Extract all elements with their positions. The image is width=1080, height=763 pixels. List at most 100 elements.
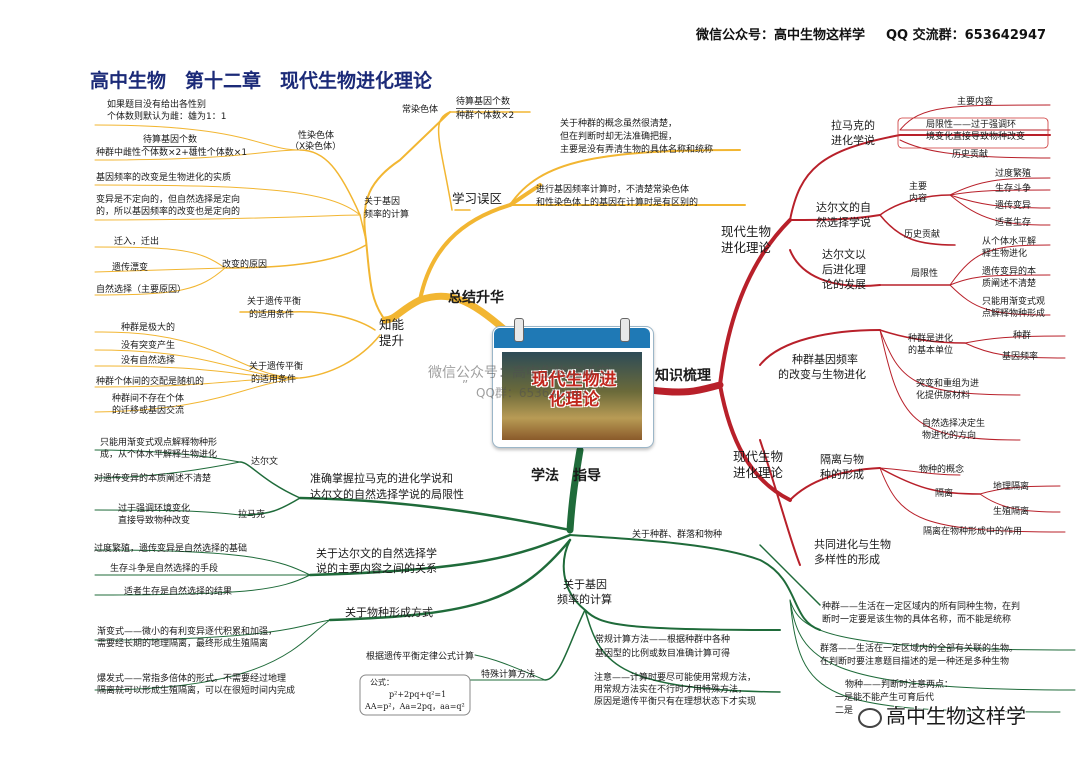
center-watermark-1: 微信公众号：高中生物这样学: [428, 365, 610, 381]
pop-comm-label: 关于种群、群落和物种: [632, 530, 723, 540]
relation-item-2: 生存斗争是自然选择的手段: [110, 564, 219, 574]
mistake-1-line1: 关于种群的概念虽然很清楚，: [560, 119, 678, 129]
freq-change-1: 种群基因频率: [792, 353, 858, 366]
footer-watermark: 高中生物这样学: [858, 700, 1026, 729]
reason-drift: 遗传漂变: [112, 263, 149, 273]
relation-1: 关于达尔文的自然选择学: [316, 547, 437, 560]
method-darwin-note1b: 成，从个体水平解释生物进化: [100, 450, 218, 460]
formula-box: [359, 674, 471, 716]
center-watermark-quote: ”: [462, 378, 469, 392]
calendar-header: [494, 328, 650, 348]
isolation-2: 种的形成: [820, 468, 864, 481]
darwin-after-3: 论的发展: [822, 278, 866, 291]
note-3: 原因是遗传平衡只有在理想状态下才实现: [594, 697, 757, 707]
sexchrom-1: 性染色体: [298, 131, 335, 141]
darwin-main-1: 主要: [909, 182, 928, 192]
darwin-limit-1a: 从个体水平解: [982, 237, 1037, 247]
pop-unit-b: 基因频率: [1002, 352, 1039, 362]
coevolution-1: 共同进化与生物: [814, 538, 891, 551]
method-freq-calc-2: 频率的计算: [557, 593, 612, 606]
mutation-material-2: 化提供原材料: [916, 391, 971, 401]
calendar-ring-left: [514, 318, 524, 342]
wechat-icon: [858, 707, 882, 728]
calendar-title: 现代生物进化理论: [531, 370, 617, 410]
nohint-2: 个体数则默认为雌：雄为1：1: [107, 112, 227, 122]
sex-denominator: 种群中雌性个体数×2+雄性个体数×1: [96, 148, 248, 158]
reason-selection: 自然选择（主要原因）: [96, 285, 187, 295]
lamarck-2: 进化学说: [831, 134, 875, 147]
autosome-numerator: 待算基因个数: [456, 97, 511, 109]
autosome-denominator: 种群个体数×2: [456, 111, 515, 121]
autosome-label: 常染色体: [402, 105, 439, 115]
change-reasons: 改变的原因: [222, 260, 268, 270]
repro-isolation: 生殖隔离: [993, 507, 1030, 517]
geo-isolation: 地理隔离: [993, 482, 1030, 492]
modern-theory-2a: 现代生物: [733, 449, 784, 464]
mistake-2-line1: 进行基因频率计算时，不清楚常染色体: [536, 185, 690, 195]
hw-cond-item-3: 没有自然选择: [121, 356, 176, 366]
species-concept: 物种的概念: [919, 465, 965, 475]
speciation-label: 关于物种形成方式: [345, 606, 433, 619]
method-freq-calc-1: 关于基因: [563, 578, 607, 591]
lamarck-1: 拉马克的: [831, 119, 875, 132]
footer-watermark-text: 高中生物这样学: [886, 704, 1026, 728]
hw-cond-item-2: 没有突变产生: [121, 341, 176, 351]
modern-theory-1b: 进化理论: [721, 240, 772, 255]
species-3: 二是: [835, 706, 854, 716]
darwin-c2: 生存斗争: [995, 184, 1032, 194]
center-calendar-image: 现代生物进化理论: [492, 318, 654, 448]
isolation-1: 隔离与物: [820, 453, 864, 466]
pop-unit-a: 种群: [1013, 331, 1032, 341]
population-1: 种群——生活在一定区域内的所有同种生物，在判: [822, 602, 1021, 612]
darwin-limit-2b: 质阐述不清楚: [982, 279, 1037, 289]
mutation-1: 变异是不定向的，但自然选择是定向: [96, 195, 241, 205]
hw-cond-2: 的适用条件: [251, 375, 297, 385]
gradual-1: 渐变式——微小的有利变异逐代积累和加强，: [97, 627, 278, 637]
ability-label-2: 提升: [379, 333, 405, 348]
grasp-limits-2: 达尔文的自然选择学说的局限性: [310, 488, 464, 501]
formula-0: 公式：: [370, 678, 394, 687]
darwin-c1: 过度繁殖: [995, 169, 1032, 179]
wechat-header: 微信公众号：高中生物这样学: [696, 28, 866, 43]
ability-label-1: 知能: [379, 317, 405, 332]
hw-apply-2: 的适用条件: [249, 310, 295, 320]
darwin-limit-2a: 遗传变异的本: [982, 267, 1037, 277]
freq-calc-1: 关于基因: [364, 197, 401, 207]
method-branch-lines: [94, 446, 1076, 713]
lamarck-limit-1: 局限性——过于强调环: [926, 120, 1017, 130]
freq-calc-2: 频率的计算: [364, 210, 410, 220]
mistake-1-line3: 主要是没有弄清生物的具体名称和统称: [560, 145, 714, 155]
gradual-2: 需要经长期的地理隔离，最终形成生殖隔离: [97, 639, 269, 649]
hw-cond-item-5a: 种群间不存在个体: [112, 394, 185, 404]
modern-theory-2b: 进化理论: [733, 465, 784, 480]
isolation-role: 隔离在物种形成中的作用: [923, 527, 1023, 537]
formula-1: p²+2pq+q²=1: [389, 690, 447, 699]
branch-summary: 总结升华: [448, 290, 504, 306]
lamarck-limit-2: 境变化直接导致物种改变: [926, 132, 1026, 142]
darwin-c4: 适者生存: [995, 218, 1032, 228]
relation-item-1: 过度繁殖，遗传变异是自然选择的基础: [94, 544, 248, 554]
darwin-limit-1b: 释生物进化: [982, 249, 1028, 259]
modern-theory-1a: 现代生物: [721, 224, 772, 239]
pop-unit-2: 的基本单位: [908, 346, 954, 356]
natsel-direction-2: 物进化的方向: [922, 431, 977, 441]
pop-unit-1: 种群是进化: [908, 334, 954, 344]
mutation-2: 的，所以基因频率的改变也是定向的: [96, 207, 241, 217]
hw-cond-item-5b: 的迁移或基因交流: [112, 406, 185, 416]
page-title: 高中生物 第十二章 现代生物进化理论: [90, 70, 433, 92]
species-1: 物种——判断时注意两点：: [845, 680, 954, 690]
method-lamarck-note1: 过于强调环境变化: [118, 504, 191, 514]
calendar-ring-right: [620, 318, 630, 342]
darwin-after-1: 达尔文以: [822, 248, 866, 261]
darwin-limit-3a: 只能用渐变式观: [982, 297, 1046, 307]
sex-numerator: 待算基因个数: [143, 135, 198, 147]
special-method: 特殊计算方法: [481, 670, 536, 680]
method-darwin-note1a: 只能用渐变式观点解释物种形: [100, 438, 218, 448]
isolation-node: 隔离: [935, 489, 954, 499]
method-lamarck: 拉马克: [238, 510, 266, 520]
reason-migration: 迁入，迁出: [114, 237, 160, 247]
note-1: 注意——计算时要尽可能使用常规方法，: [594, 673, 757, 683]
lamarck-limit-box: [897, 117, 1049, 149]
hw-cond-1: 关于遗传平衡: [249, 362, 304, 372]
